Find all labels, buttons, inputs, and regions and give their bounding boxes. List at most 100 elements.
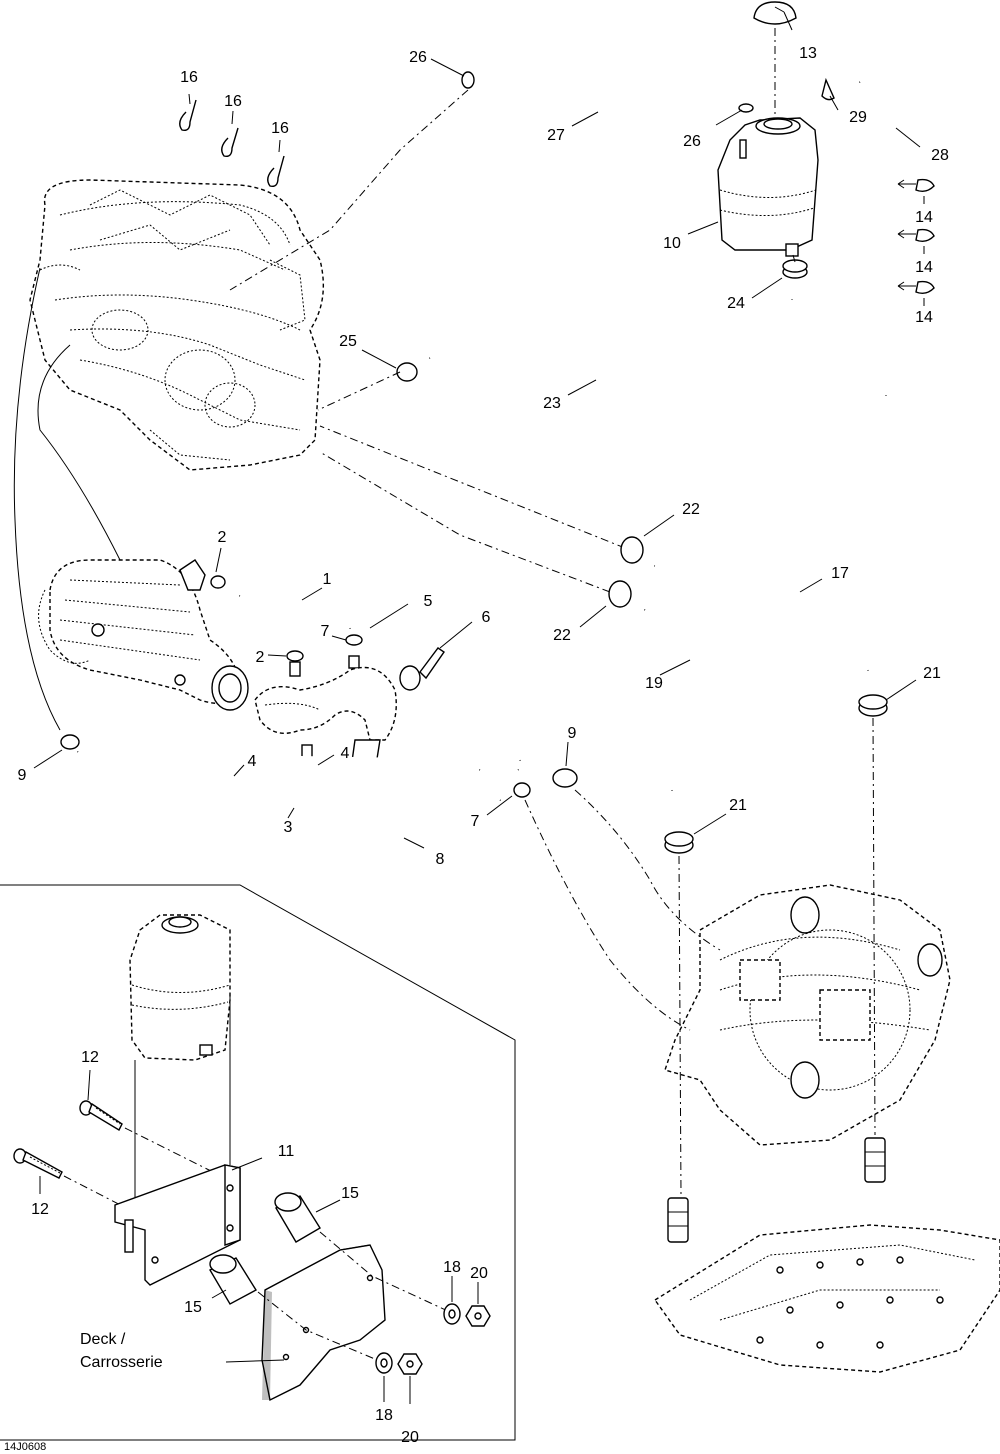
path-21b-down [678, 855, 682, 1196]
callout-20-a-visible: 20 [470, 1265, 488, 1282]
callout-4-b: 4 [341, 745, 350, 762]
clamp-14-b [897, 228, 935, 243]
path-22a-to-engine [319, 425, 626, 549]
callout-19: 19 [645, 675, 663, 692]
inset-mounting-detail [0, 884, 516, 1441]
callout-21-b: 21 [729, 797, 747, 814]
bolt-path-b [63, 1175, 141, 1216]
clamp-7-a [345, 634, 363, 669]
clamp-21-a [858, 694, 888, 717]
fitting-right [864, 1137, 886, 1183]
path-23-to-engine [317, 371, 401, 411]
clamp-16-a [179, 99, 197, 132]
path-hose8-to-exhaust [574, 789, 721, 951]
callout-12-a-visible: 12 [81, 1049, 99, 1066]
rubber-mount-15-a [274, 1192, 321, 1243]
callout-28-visible: 28 [931, 147, 949, 164]
rubber-mount-15-b [209, 1254, 257, 1305]
path-27-to-engine [229, 89, 469, 291]
ring-26-b [738, 103, 754, 113]
callout-14-c: 14 [915, 309, 933, 326]
path-reservoir-bottom [792, 254, 796, 263]
callout-14-b: 14 [915, 259, 933, 276]
callout-22-b: 22 [553, 627, 571, 644]
ride-plate [653, 1224, 1000, 1373]
callout-16-a: 16 [180, 69, 198, 86]
callout-23: 23 [543, 395, 561, 412]
callout-15-a: 15 [341, 1185, 359, 1202]
clamp-21-b [664, 831, 694, 854]
callout-21-a-visible: 21 [923, 665, 941, 682]
hose-27 [485, 24, 748, 133]
hose-1 [238, 590, 305, 656]
clamp-9-a [60, 734, 80, 750]
diagram-code: 14J0608 [4, 1441, 46, 1453]
nut-20-a [465, 1305, 491, 1327]
callout-17: 17 [831, 565, 849, 582]
clamp-9-b [552, 768, 578, 788]
hose-23 [427, 299, 798, 398]
callout-7-a-label: 7 [321, 623, 330, 640]
callout-26-b-visible: 26 [683, 133, 701, 150]
callout-12-b-visible: 12 [31, 1201, 49, 1218]
callout-11-label: 11 [278, 1143, 295, 1160]
callout-15-b: 15 [184, 1299, 202, 1316]
callout-5: 5 [424, 593, 433, 610]
callout-2-a: 2 [218, 529, 227, 546]
callout-22-a: 22 [682, 501, 700, 518]
elbow-fitting-top [179, 559, 206, 591]
clamp-16-c [267, 155, 285, 188]
callout-18-b: 18 [375, 1407, 393, 1424]
callout-8: 8 [436, 851, 445, 868]
hose-5 [344, 599, 502, 803]
deck-label-line2: Carrosserie [80, 1354, 163, 1371]
washer-18-a [443, 1303, 461, 1325]
bolt-path-a [124, 1127, 226, 1179]
engine-to-hose-8-line [13, 267, 61, 731]
clamp-2-a [210, 575, 226, 589]
clamp-14-a [897, 178, 935, 193]
washer-18-b [375, 1352, 393, 1374]
callout-16-b: 16 [224, 93, 242, 110]
bolt-12-a [79, 1100, 123, 1131]
manifold-to-engine-line [37, 344, 121, 561]
hose-8 [74, 733, 526, 852]
deck-fastener-path-a [319, 1231, 451, 1313]
callout-2-b: 2 [256, 649, 265, 666]
clamp-7-b [513, 782, 531, 798]
callout-14-a: 14 [915, 209, 933, 226]
callout-labels: 26 13 16 16 16 29 27 26 28 14 10 14 24 1… [4, 45, 949, 1453]
path-clamp7-to-exhaust [524, 799, 691, 1031]
clamp-29 [821, 77, 835, 101]
nut-20-b [397, 1353, 423, 1375]
callout-9-left: 9 [18, 767, 27, 784]
callout-6: 6 [482, 609, 491, 626]
hose-short-right [478, 765, 521, 780]
callout-25: 25 [339, 333, 357, 350]
callout-4-a: 4 [248, 753, 257, 770]
coolant-reservoir-10 [717, 117, 819, 257]
callout-18-a: 18 [443, 1259, 461, 1276]
exhaust-manifold [664, 884, 951, 1146]
clamp-14-c [897, 280, 935, 295]
clamp-22-b [608, 580, 632, 608]
hose-17 [654, 556, 878, 671]
callout-13: 13 [799, 45, 817, 62]
deck-fastener-path-b [257, 1291, 383, 1363]
clamp-2-b [286, 650, 304, 677]
deck-section [261, 1244, 386, 1402]
inset-reservoir [129, 914, 231, 1061]
clamp-24 [782, 259, 808, 279]
clamp-25 [396, 362, 418, 382]
callout-9-b: 9 [568, 725, 577, 742]
bracket-11 [114, 1164, 241, 1286]
intake-manifold [38, 559, 249, 711]
callout-24: 24 [727, 295, 745, 312]
leader-lines [33, 6, 925, 1404]
callout-10: 10 [663, 235, 681, 252]
engine-block [29, 179, 325, 471]
hose-28 [859, 69, 888, 396]
hose-19 [640, 601, 811, 791]
callout-7-b-label: 7 [471, 813, 480, 830]
